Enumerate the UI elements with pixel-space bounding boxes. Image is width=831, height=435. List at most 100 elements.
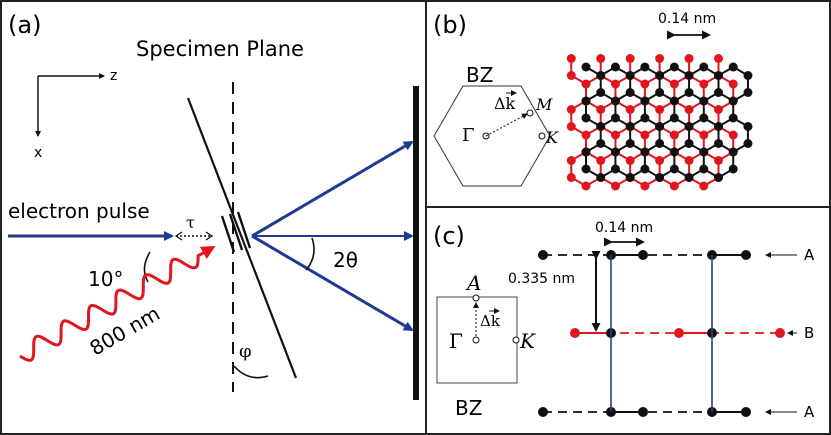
lattice-atom (669, 130, 679, 140)
lattice-atom (684, 105, 694, 114)
c-scale-label: 0.14 nm (595, 220, 653, 236)
c-k-label: K (519, 329, 536, 353)
lattice-atom (581, 130, 591, 140)
lattice-atom (669, 62, 679, 72)
lattice-atom (728, 96, 738, 106)
lattice-atom (669, 164, 679, 174)
c-layer-mid-label: B (804, 324, 814, 342)
lattice-atom (714, 173, 724, 182)
lattice-atom (669, 79, 679, 89)
lattice-atom (655, 139, 665, 148)
c-interlayer-bonds (610, 255, 713, 412)
lattice-atom (566, 71, 576, 80)
coordinate-axes: z x (34, 68, 117, 161)
lattice-atom (714, 71, 724, 80)
lattice-atom (625, 156, 635, 165)
c-a-label: A (465, 271, 481, 295)
lattice-atom (728, 130, 738, 140)
panel-c-label: (c) (433, 222, 465, 250)
scatter-angle-arc (305, 237, 315, 271)
lattice-atom (684, 156, 694, 165)
c-layer-top-label: A (804, 246, 815, 264)
c-dk-label: Δk (480, 312, 501, 330)
lattice-atom (655, 88, 665, 97)
axis-z-label: z (110, 68, 117, 84)
lattice-atom (714, 105, 724, 114)
lattice-atom (566, 173, 576, 182)
c-layer-bottom-label: A (804, 403, 815, 421)
lattice-atom (714, 54, 724, 63)
lattice-atom (714, 156, 724, 165)
lattice-atom (699, 113, 709, 123)
b-k-label: K (545, 128, 559, 147)
c-layer-top (538, 250, 751, 260)
b-dk-label: Δk (494, 94, 516, 113)
c-k-point (512, 336, 520, 344)
lattice-atom (581, 181, 591, 191)
axis-x-label: x (34, 145, 42, 161)
specimen-tilted-plane (186, 97, 298, 379)
lattice-atom (566, 54, 576, 63)
lattice-atom (743, 71, 753, 80)
lattice-atom (596, 173, 606, 182)
tilt-angle-label: φ (239, 341, 252, 362)
c-gamma-label: Γ (449, 329, 463, 353)
lattice-atom (728, 62, 738, 72)
b-bz-label: BZ (466, 63, 493, 87)
b-k-point (538, 132, 546, 140)
lattice-atom (655, 156, 665, 165)
incidence-angle-label: 10° (88, 267, 123, 291)
lattice-atom (596, 88, 606, 97)
lattice-atom (610, 181, 620, 191)
lattice-atom (581, 96, 591, 106)
lattice-atom (610, 130, 620, 140)
lattice-atom (699, 96, 709, 106)
lattice-atom (610, 96, 620, 106)
lattice-atom (699, 62, 709, 72)
lattice-atom (596, 105, 606, 114)
lattice-atom (625, 54, 635, 63)
lattice-atom (684, 71, 694, 80)
lattice-atom (640, 130, 650, 140)
tilt-angle-arc (233, 365, 269, 379)
electron-pulse-label: electron pulse (8, 199, 150, 223)
lattice-atom (669, 147, 679, 157)
lattice-atom (714, 139, 724, 148)
lattice-atom (640, 62, 650, 72)
lattice-atom (699, 147, 709, 157)
lattice-atom (743, 88, 753, 97)
lattice-atom (581, 62, 591, 72)
specimen-lattice-marks (220, 211, 252, 253)
c-gamma-point (472, 336, 480, 344)
scatter-angle-label: 2θ (333, 248, 358, 272)
specimen-plane-title: Specimen Plane (136, 37, 304, 61)
lattice-atom (640, 147, 650, 157)
lattice-atom (581, 164, 591, 174)
lattice-atom (610, 164, 620, 174)
lattice-atom (625, 139, 635, 148)
lattice-atom (714, 122, 724, 131)
b-gamma-label: Γ (462, 125, 475, 146)
panel-a-label: (a) (8, 11, 41, 39)
lattice-atom (699, 79, 709, 89)
lattice-atom (625, 71, 635, 80)
lattice-atom (640, 96, 650, 106)
panel-a: (a) Specimen Plane z x electron pulse τ … (8, 11, 419, 400)
b-m-label: M (535, 95, 553, 114)
diffracted-beam-lower (251, 234, 414, 332)
b-m-point (526, 109, 534, 117)
lattice-atom (728, 147, 738, 157)
lattice-atom (714, 88, 724, 97)
lattice-atom (566, 156, 576, 165)
lattice-atom (640, 181, 650, 191)
lattice-atom (655, 122, 665, 131)
lattice-atom (743, 122, 753, 131)
c-interlayer-label: 0.335 nm (508, 271, 575, 287)
lattice-atom (581, 147, 591, 157)
lattice-atom (684, 173, 694, 182)
laser-wavelength-label: 800 nm (86, 301, 164, 360)
lattice-layer-black (581, 62, 753, 182)
